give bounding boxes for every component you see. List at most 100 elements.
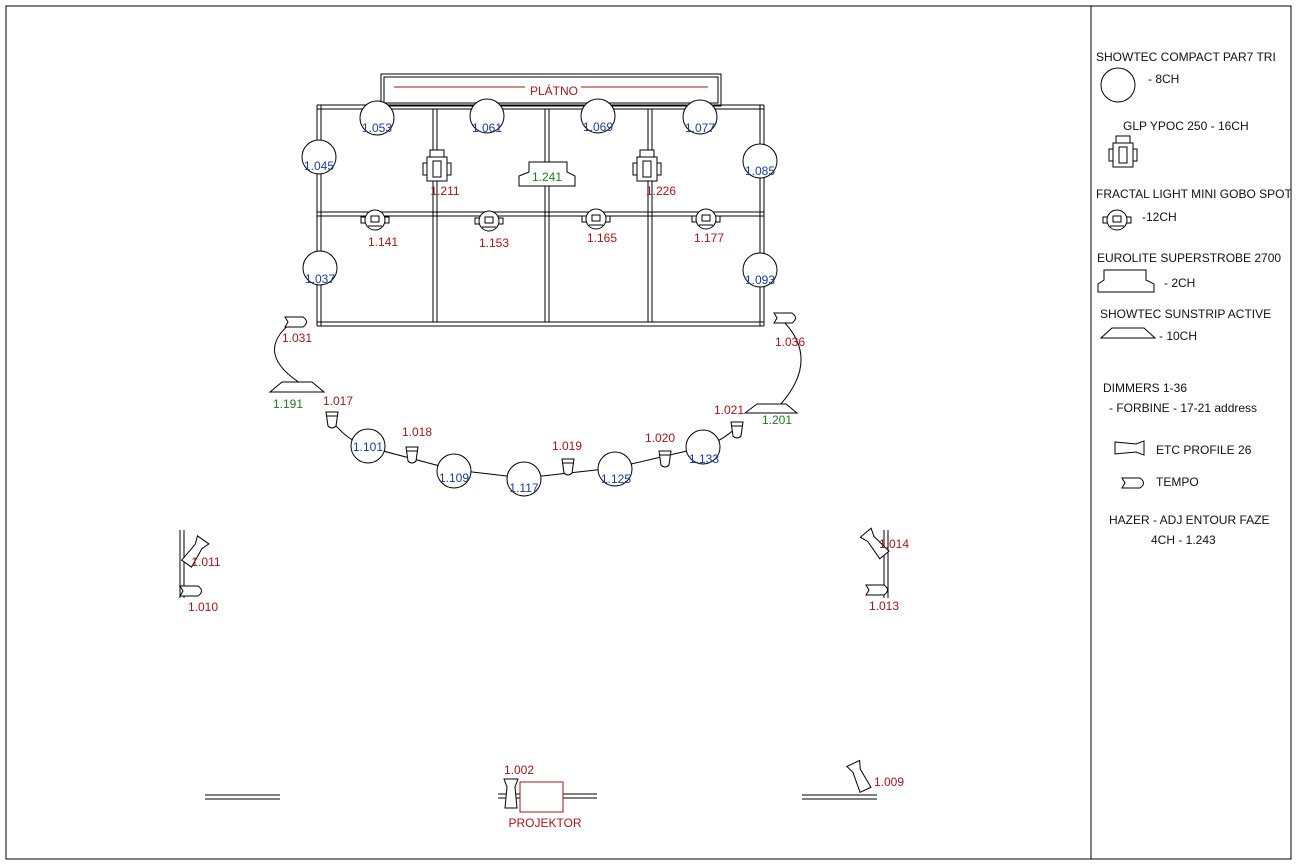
left-boom: 1.011 1.010 xyxy=(179,530,221,614)
par-label: 1.101 xyxy=(353,440,383,454)
legend-par-channels: - 8CH xyxy=(1148,72,1179,86)
legend-sunstrip-channels: - 10CH xyxy=(1159,329,1197,343)
profile-label: 1.010 xyxy=(188,600,218,614)
dimmer-label: 1.021 xyxy=(714,403,744,417)
par-label: 1.117 xyxy=(509,481,538,495)
dimmer-fixture: 1.020 xyxy=(645,431,675,468)
par-label: 1.093 xyxy=(745,273,775,287)
fractal-fixture: 1.165 xyxy=(581,208,617,245)
strobe-fixture: 1.241 xyxy=(518,161,576,187)
fractal-symbol-icon xyxy=(1102,209,1132,231)
sunstrip-symbol-icon xyxy=(1099,327,1157,339)
legend-strobe-title: EUROLITE SUPERSTROBE 2700 xyxy=(1097,251,1281,265)
strobe-label: 1.241 xyxy=(532,170,562,184)
legend-par-title: SHOWTEC COMPACT PAR7 TRI xyxy=(1096,50,1276,64)
page-frame xyxy=(5,5,1292,860)
projector xyxy=(519,781,564,813)
sunstrip-fixture: 1.191 xyxy=(268,381,326,411)
par-fixture: 1.085 xyxy=(742,143,778,179)
legend-fractal-title: FRACTAL LIGHT MINI GOBO SPOT xyxy=(1096,187,1292,201)
dimmer-fixture: 1.018 xyxy=(402,425,432,464)
bottom-pipe-center: 1.002 PROJEKTOR xyxy=(498,763,597,830)
dimmer-fixture: 1.021 xyxy=(714,403,744,439)
tempo-fixture: 1.036 xyxy=(773,312,805,349)
projector-label: PROJEKTOR xyxy=(508,816,581,830)
fractal-label: 1.141 xyxy=(368,235,398,249)
profile-label: 1.009 xyxy=(874,775,904,789)
par-fixture: 1.037 xyxy=(302,250,338,286)
par-symbol-icon xyxy=(1100,67,1136,103)
par-fixture: 1.045 xyxy=(301,139,337,175)
par-fixture: 1.101 xyxy=(350,428,386,464)
legend-sunstrip-title: SHOWTEC SUNSTRIP ACTIVE xyxy=(1100,307,1271,321)
glp-fixture: 1.211 xyxy=(422,149,460,198)
tempo-fixture: 1.031 xyxy=(282,316,312,345)
dimmer-fixture: 1.019 xyxy=(552,439,582,476)
legend-etc: ETC PROFILE 26 xyxy=(1156,443,1252,457)
dimmer-label: 1.020 xyxy=(645,431,675,445)
fractal-fixture: 1.153 xyxy=(474,210,509,250)
par-label: 1.061 xyxy=(472,121,502,135)
fractal-fixture: 1.141 xyxy=(360,209,398,249)
sunstrip-fixture: 1.201 xyxy=(743,403,799,427)
legend-fractal-channels: -12CH xyxy=(1142,210,1177,224)
profile-label: 1.002 xyxy=(504,763,534,777)
right-boom: 1.014 1.013 xyxy=(859,527,909,613)
par-label: 1.053 xyxy=(362,121,392,135)
strobe-symbol-icon xyxy=(1097,269,1155,293)
fractal-label: 1.153 xyxy=(479,236,509,250)
dimmer-label: 1.018 xyxy=(402,425,432,439)
dimmer-fixture: 1.017 xyxy=(323,394,353,429)
projection-screen: PLÁTNO xyxy=(380,73,722,107)
par-label: 1.109 xyxy=(439,471,469,485)
par-fixture: 1.117 xyxy=(506,461,542,497)
sunstrip-label: 1.201 xyxy=(762,413,792,427)
legend-forbine: - FORBINE - 17-21 address xyxy=(1109,401,1257,415)
cable-right xyxy=(779,321,802,406)
par-fixture: 1.077 xyxy=(682,99,718,135)
glp-fixture: 1.226 xyxy=(632,149,676,198)
fractal-fixture: 1.177 xyxy=(691,208,724,245)
par-fixture: 1.061 xyxy=(469,98,505,135)
legend-hazer-channels: 4CH - 1.243 xyxy=(1151,533,1216,547)
etc-profile-symbol-icon xyxy=(1114,440,1145,456)
par-fixture: 1.093 xyxy=(742,252,778,288)
legend-tempo: TEMPO xyxy=(1156,475,1199,489)
glp-label: 1.226 xyxy=(646,184,676,198)
tempo-label: 1.031 xyxy=(282,331,312,345)
legend-hazer: HAZER - ADJ ENTOUR FAZE xyxy=(1109,513,1269,527)
par-fixture: 1.125 xyxy=(597,451,633,487)
par-fixture: 1.133 xyxy=(685,429,721,466)
dimmer-label: 1.019 xyxy=(552,439,582,453)
profile-label: 1.013 xyxy=(869,599,899,613)
profile-label: 1.014 xyxy=(879,537,909,551)
par-fixture: 1.069 xyxy=(580,98,616,134)
fractal-label: 1.165 xyxy=(587,231,617,245)
tempo-symbol-icon xyxy=(1121,477,1144,489)
glp-label: 1.211 xyxy=(430,184,459,198)
par-fixture: 1.109 xyxy=(436,453,472,489)
par-label: 1.125 xyxy=(601,472,631,486)
legend-strobe-channels: - 2CH xyxy=(1164,276,1195,290)
glp-symbol-icon xyxy=(1108,135,1138,168)
sunstrip-label: 1.191 xyxy=(273,397,303,411)
par-label: 1.037 xyxy=(305,272,335,286)
cable-left xyxy=(274,317,301,384)
fractal-label: 1.177 xyxy=(694,231,724,245)
par-label: 1.069 xyxy=(583,120,613,134)
screen-label: PLÁTNO xyxy=(530,83,578,98)
par-fixture: 1.053 xyxy=(359,100,395,136)
par-label: 1.085 xyxy=(745,164,775,178)
legend: SHOWTEC COMPACT PAR7 TRI - 8CH GLP YPOC … xyxy=(1096,50,1292,547)
dimmer-label: 1.017 xyxy=(323,394,353,408)
tempo-label: 1.036 xyxy=(775,335,805,349)
legend-glp-title: GLP YPOC 250 - 16CH xyxy=(1123,119,1249,133)
legend-dimmers: DIMMERS 1-36 xyxy=(1103,381,1187,395)
bottom-pipe-left xyxy=(205,794,280,800)
par-label: 1.045 xyxy=(304,159,334,173)
profile-label: 1.011 xyxy=(191,555,220,569)
par-label: 1.077 xyxy=(685,121,715,135)
par-label: 1.133 xyxy=(689,452,719,466)
bottom-pipe-right: 1.009 xyxy=(802,760,904,800)
